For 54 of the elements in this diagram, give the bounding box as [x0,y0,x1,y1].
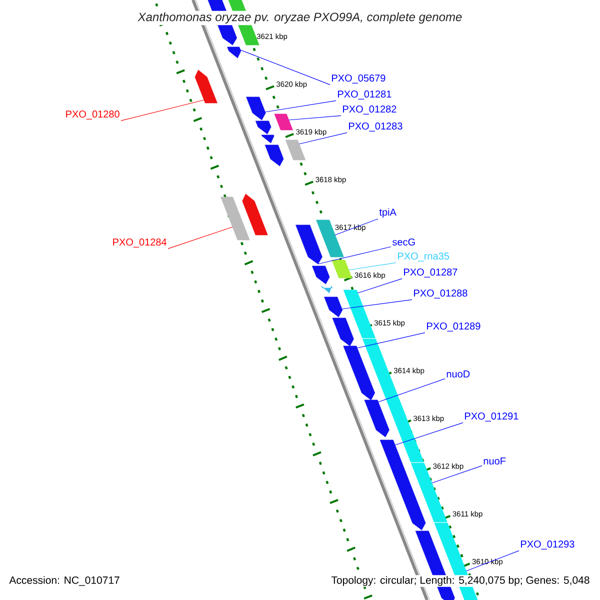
gene-label: nuoF [484,458,506,464]
gene-block [312,266,330,284]
title: Xanthomonas oryzae pv. oryzae PXO99A, complete genome [136,10,464,26]
gene-label: PXO_01283 [349,122,402,132]
leader-line [334,218,378,236]
gene-block [332,260,352,278]
gene-block [380,440,426,530]
leader-line [394,422,464,446]
leader-line [120,100,204,121]
leader-line [288,115,342,120]
leader-line [318,246,392,264]
gene-label: PXO_01282 [343,106,396,114]
gene-label: PXO_01288 [414,290,468,298]
gene-label: PXO_01291 [465,412,518,422]
gene-label: secG [392,238,415,246]
gene-block [285,140,306,160]
gene-block [410,462,448,522]
leader-line [432,465,482,484]
gene-block [364,400,390,438]
genome-info-text: Topology: circular; Length: 5,240,075 bp; Genes: 5,048 [330,575,591,587]
accession-text: Accession: NC_010717 [8,575,121,587]
leader-line [466,550,520,572]
leader-line [264,100,336,112]
gene-block [274,114,293,130]
gene-block [261,134,274,144]
gene-block [242,194,268,236]
leader-line [298,132,348,144]
gene-label: PXO_01289 [427,322,480,332]
gene-block [343,346,375,400]
gene-block [220,196,250,240]
gene-block [194,70,218,104]
gene-block [324,296,343,318]
leader-line [168,226,233,249]
gene-label: PXO_05679 [332,74,386,84]
gene-label: PXO_rna35 [398,252,450,262]
gene-label: PXO_01284 [113,238,166,248]
leader-line [378,378,446,402]
gene-label: PXO_01281 [338,90,392,100]
gene-label: PXO_01293 [521,540,574,550]
leader-line [356,332,426,348]
gene-block [227,46,242,58]
leader-line [348,262,396,270]
gene-label: nuoD [446,370,470,378]
gene-block [296,224,322,264]
gene-block [332,318,354,346]
gene-label: tpiA [379,208,396,218]
gene-label: PXO_01280 [66,110,120,120]
gene-block [343,290,376,338]
leader-line [342,299,412,310]
leader-line [240,50,330,85]
gene-label: PXO_01287 [404,268,458,278]
gene-block [321,286,332,294]
gene-block [256,120,272,134]
leader-line [358,278,402,294]
